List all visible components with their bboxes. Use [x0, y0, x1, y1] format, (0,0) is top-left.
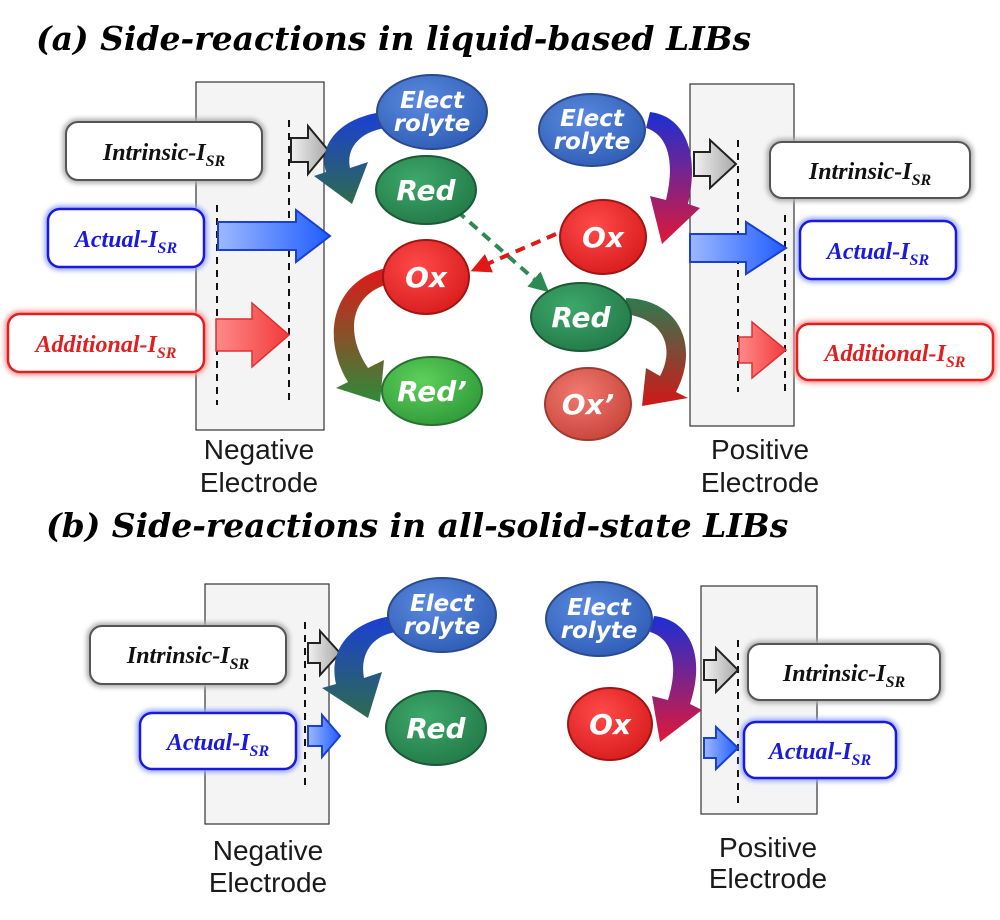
negative-electrode-label-line2: Electrode [200, 467, 318, 498]
svg-text:rolyte: rolyte [394, 111, 471, 137]
actual-arrow-pos-a [689, 220, 788, 276]
svg-text:Intrinsic-ISR: Intrinsic-ISR [782, 661, 906, 691]
curved-arrow-electrolyte-to-ox-b [650, 616, 702, 742]
svg-text:rolyte: rolyte [561, 618, 638, 644]
svg-text:Actual-ISR: Actual-ISR [165, 730, 270, 760]
curved-arrow-ox-to-redprime-a [333, 268, 388, 402]
svg-text:rolyte: rolyte [404, 614, 481, 640]
actual-label-pos-a: Actual-ISR [796, 217, 960, 283]
svg-text:Elect: Elect [410, 591, 475, 617]
additional-arrow-neg-a [215, 301, 291, 369]
curved-arrow-electrolyte-to-red-neg-a [314, 112, 386, 204]
electrolyte-circle-pos-a: Elect rolyte [538, 93, 646, 167]
ox-circle-neg-a: Ox [382, 239, 470, 315]
ox-circle-pos-b: Ox [567, 687, 653, 761]
svg-text:Actual-ISR: Actual-ISR [73, 227, 178, 257]
red-circle-neg-b: Red [385, 690, 487, 766]
svg-text:Elect: Elect [560, 106, 625, 132]
red-prime-circle-a: Red’ [381, 356, 483, 426]
title-b: (b) Side-reactions in all-solid-state LI… [46, 506, 788, 545]
red-circle-neg-a: Red [375, 155, 477, 225]
svg-text:Elect: Elect [567, 595, 632, 621]
svg-text:Red: Red [396, 174, 456, 207]
additional-label-neg-a: Additional-ISR [4, 310, 208, 376]
intrinsic-label-pos-a: Intrinsic-ISR [766, 138, 974, 202]
positive-electrode-label-line1-b: Positive [719, 832, 817, 863]
svg-text:Additional-ISR: Additional-ISR [34, 332, 177, 362]
svg-text:Actual-ISR: Actual-ISR [767, 739, 872, 769]
intrinsic-label-neg-b: Intrinsic-ISR [86, 622, 290, 688]
svg-text:Intrinsic-ISR: Intrinsic-ISR [808, 159, 932, 189]
title-a: (a) Side-reactions in liquid-based LIBs [36, 19, 751, 58]
positive-electrode-label-line2-b: Electrode [709, 863, 827, 894]
svg-text:Red’: Red’ [397, 375, 467, 408]
electrolyte-circle-pos-b: Elect rolyte [545, 581, 653, 657]
svg-text:Intrinsic-ISR: Intrinsic-ISR [102, 140, 226, 170]
intrinsic-label-pos-b: Intrinsic-ISR [744, 640, 944, 704]
svg-text:Intrinsic-ISR: Intrinsic-ISR [126, 643, 250, 673]
intrinsic-arrow-neg-a [290, 123, 330, 177]
electrolyte-circle-neg-a: Elect rolyte [376, 74, 488, 150]
intrinsic-label-neg-a: Intrinsic-ISR [62, 118, 266, 184]
svg-text:Ox: Ox [582, 221, 625, 254]
actual-label-pos-b: Actual-ISR [740, 718, 900, 782]
intrinsic-arrow-pos-a [693, 137, 738, 191]
actual-arrow-pos-b [703, 724, 740, 772]
curved-arrow-electrolyte-to-red-b [322, 616, 396, 718]
curved-arrow-red-to-oxprime-a [624, 298, 688, 406]
svg-text:Ox: Ox [589, 708, 632, 741]
additional-arrow-pos-a [738, 320, 788, 380]
actual-arrow-neg-b [307, 712, 342, 760]
svg-text:Red: Red [551, 301, 611, 334]
curved-arrow-electrolyte-to-ox-pos-a [646, 112, 700, 244]
intrinsic-arrow-pos-b [703, 645, 740, 695]
positive-electrode-label-line1: Positive [711, 434, 809, 465]
actual-label-neg-b: Actual-ISR [136, 709, 300, 773]
dashed-arrow-red-migration [455, 209, 549, 293]
svg-text:Ox’: Ox’ [562, 388, 615, 421]
svg-text:Ox: Ox [405, 261, 448, 294]
svg-text:Additional-ISR: Additional-ISR [823, 341, 966, 371]
dashed-arrow-ox-migration [470, 232, 557, 273]
electrolyte-circle-neg-b: Elect rolyte [387, 577, 497, 653]
svg-text:rolyte: rolyte [554, 129, 631, 155]
actual-label-neg-a: Actual-ISR [44, 205, 208, 271]
additional-label-pos-a: Additional-ISR [793, 320, 997, 384]
svg-text:Actual-ISR: Actual-ISR [825, 239, 930, 269]
svg-text:Elect: Elect [400, 88, 465, 114]
negative-electrode-label-line2-b: Electrode [209, 867, 327, 898]
intrinsic-arrow-neg-b [307, 628, 342, 678]
red-circle-pos-a: Red [530, 282, 632, 352]
negative-electrode-b [204, 583, 330, 825]
positive-electrode-label-line2: Electrode [701, 467, 819, 498]
negative-electrode-label-line1-b: Negative [213, 835, 324, 866]
ox-circle-pos-a: Ox [559, 199, 647, 275]
ox-prime-circle-a: Ox’ [544, 367, 632, 441]
actual-arrow-neg-a [217, 207, 332, 265]
negative-electrode-label-line1: Negative [204, 434, 315, 465]
svg-text:Red: Red [406, 712, 466, 745]
